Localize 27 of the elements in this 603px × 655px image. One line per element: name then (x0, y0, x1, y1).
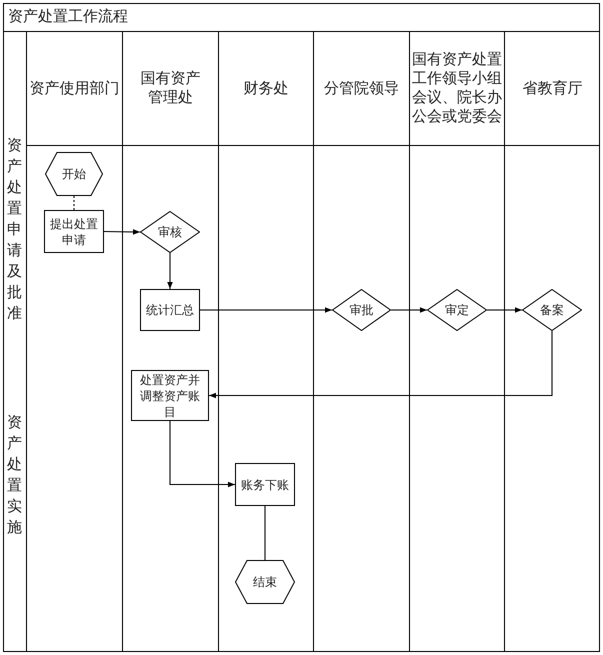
arrow (208, 330, 552, 398)
lane-header: 国有资产处置工作领导小组会议、院长办公会或党委会 (412, 49, 502, 127)
process-box: 账务下账 (235, 463, 295, 506)
decision-diamond: 审核 (140, 211, 200, 253)
arrow (167, 252, 173, 290)
connector-line (264, 506, 266, 560)
phase-label: 资产处置实施 (6, 412, 23, 538)
title: 资产处置工作流程 (8, 6, 128, 26)
terminal-hexagon: 结束 (235, 560, 295, 604)
lane-header: 分管院领导 (323, 78, 400, 98)
decision-diamond: 审定 (427, 289, 487, 331)
lane-header: 财务处 (242, 78, 290, 98)
lane-header: 省教育厅 (522, 78, 584, 98)
terminal-hexagon: 开始 (45, 152, 103, 196)
arrow (170, 420, 236, 488)
process-box: 统计汇总 (140, 289, 200, 331)
arrow (486, 307, 522, 313)
process-box: 提出处置申请 (44, 210, 104, 253)
phase-label: 资产处置申请及批准 (6, 135, 23, 324)
lane-header: 资产使用部门 (28, 78, 120, 98)
arrow (390, 307, 428, 313)
decision-diamond: 审批 (332, 289, 391, 331)
arrow (200, 307, 332, 313)
process-box: 处置资产并调整资产账目 (131, 370, 209, 421)
decision-diamond: 备案 (522, 289, 582, 331)
lane-header: 国有资产管理处 (140, 68, 202, 108)
arrow (104, 229, 140, 235)
